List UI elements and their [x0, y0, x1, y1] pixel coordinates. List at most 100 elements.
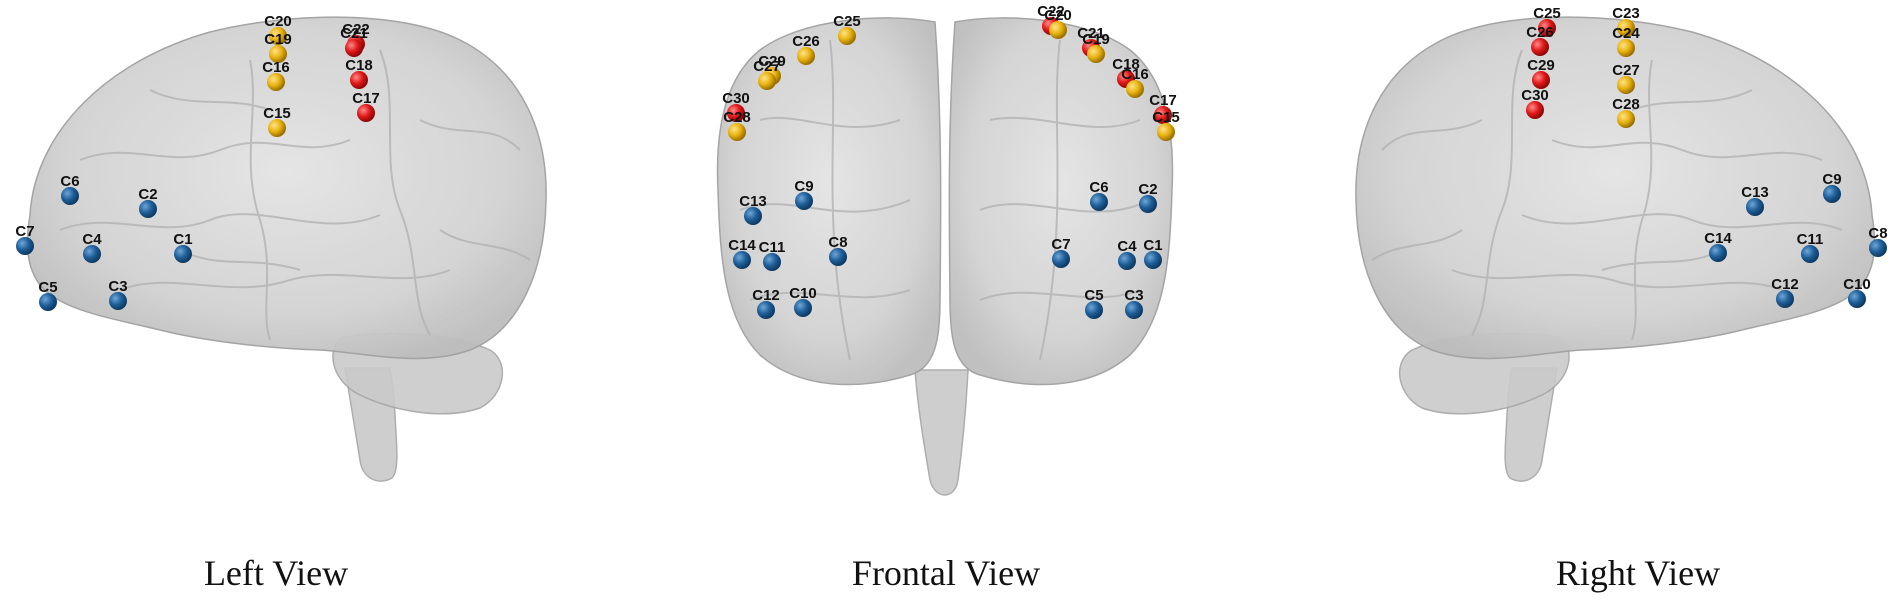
right-view-brain [1355, 16, 1876, 482]
frontal-channel-c26: C26 [792, 33, 820, 65]
channel-label: C26 [1526, 24, 1554, 41]
frontal-channel-c25: C25 [833, 13, 861, 45]
channel-label: C15 [1152, 109, 1180, 126]
channel-marker-blue [1776, 290, 1794, 308]
left-channel-c5: C5 [38, 279, 58, 311]
frontal-channel-c2: C2 [1138, 181, 1158, 213]
channel-marker-blue [61, 187, 79, 205]
right-channel-c30: C30 [1521, 87, 1549, 119]
left-view-caption: Left View [204, 553, 348, 593]
frontal-channel-c15: C15 [1152, 109, 1180, 141]
channel-label: C4 [1117, 238, 1137, 255]
channel-label: C9 [794, 178, 813, 195]
channel-marker-blue [39, 293, 57, 311]
channel-marker-yellow [269, 45, 287, 63]
channel-label: C8 [828, 234, 847, 251]
left-channel-c3: C3 [108, 278, 128, 310]
channel-marker-blue [1144, 251, 1162, 269]
channel-label: C15 [263, 105, 291, 122]
channel-marker-red [1531, 38, 1549, 56]
channel-marker-red [1532, 71, 1550, 89]
left-channel-c2: C2 [138, 186, 158, 218]
channel-label: C27 [753, 58, 781, 75]
channel-label: C20 [1044, 7, 1072, 24]
channel-marker-blue [1801, 245, 1819, 263]
frontal-channel-c30: C30 [722, 90, 750, 122]
frontal-channel-c4: C4 [1117, 238, 1137, 270]
channel-marker-yellow [1617, 39, 1635, 57]
channel-label: C22 [342, 21, 370, 38]
channel-label: C13 [739, 193, 767, 210]
frontal-channel-c12: C12 [752, 287, 780, 319]
channel-marker-red [345, 39, 363, 57]
frontal-left-hemisphere [716, 17, 942, 386]
channel-label: C25 [1533, 5, 1561, 22]
left-view-brain [26, 16, 547, 482]
channel-label: C3 [108, 278, 127, 295]
channel-marker-blue [1090, 193, 1108, 211]
channel-label: C22 [1037, 3, 1065, 20]
channel-marker-yellow [1617, 76, 1635, 94]
channel-label: C4 [82, 231, 102, 248]
channel-label: C29 [758, 53, 786, 70]
channel-marker-blue [109, 292, 127, 310]
channel-label: C7 [1051, 236, 1070, 253]
frontal-channel-c19: C19 [1082, 31, 1110, 63]
channel-label: C29 [1527, 57, 1555, 74]
channel-label: C30 [1521, 87, 1549, 104]
left-channel-c20: C20 [264, 13, 292, 45]
channel-label: C26 [792, 33, 820, 50]
channel-label: C2 [1138, 181, 1157, 198]
left-channel-c15: C15 [263, 105, 291, 137]
channel-marker-blue [1848, 290, 1866, 308]
channel-marker-blue [1709, 244, 1727, 262]
frontal-channel-c5: C5 [1084, 287, 1104, 319]
right-channel-c27: C27 [1612, 62, 1640, 94]
left-channel-c17: C17 [352, 90, 380, 122]
frontal-channel-c11: C11 [759, 239, 786, 271]
channel-marker-yellow [1126, 80, 1144, 98]
channel-label: C9 [1822, 171, 1841, 188]
channel-label: C18 [345, 57, 373, 74]
channel-marker-red [357, 104, 375, 122]
channel-label: C6 [60, 173, 79, 190]
channel-label: C5 [1084, 287, 1103, 304]
channel-marker-yellow [758, 72, 776, 90]
channel-marker-blue [1823, 185, 1841, 203]
right-channel-c23: C23 [1612, 5, 1640, 37]
right-channel-c25: C25 [1533, 5, 1561, 37]
right-cerebrum [1355, 16, 1876, 360]
channel-marker-yellow [268, 119, 286, 137]
channel-marker-blue [733, 251, 751, 269]
right-channel-c28: C28 [1612, 96, 1640, 128]
right-channel-c10: C10 [1843, 276, 1871, 308]
left-channel-c19: C19 [264, 31, 292, 63]
frontal-channel-c7: C7 [1051, 236, 1071, 268]
channel-label: C24 [1612, 25, 1640, 42]
right-channel-c26: C26 [1526, 24, 1554, 56]
frontal-channel-c28: C28 [723, 109, 751, 141]
frontal-channel-c13: C13 [739, 193, 767, 225]
frontal-channel-c27: C27 [753, 58, 781, 90]
channel-label: C1 [1143, 237, 1162, 254]
channel-label: C3 [1124, 287, 1143, 304]
channel-marker-yellow [728, 123, 746, 141]
channel-label: C2 [138, 186, 157, 203]
left-channel-c1: C1 [173, 231, 193, 263]
channel-label: C19 [1082, 31, 1110, 48]
channel-label: C11 [759, 239, 786, 256]
channel-label: C14 [728, 237, 756, 254]
channel-label: C21 [340, 25, 368, 42]
channel-marker-yellow [1617, 19, 1635, 37]
channel-label: C14 [1704, 230, 1732, 247]
right-channel-c12: C12 [1771, 276, 1799, 308]
channel-marker-blue [1118, 252, 1136, 270]
channel-label: C12 [1771, 276, 1799, 293]
channel-marker-blue [1125, 301, 1143, 319]
channel-marker-blue [763, 253, 781, 271]
channel-label: C7 [15, 223, 34, 240]
channel-marker-red [350, 71, 368, 89]
frontal-channel-c10: C10 [789, 285, 817, 317]
channel-marker-blue [83, 245, 101, 263]
channel-marker-blue [1139, 195, 1157, 213]
